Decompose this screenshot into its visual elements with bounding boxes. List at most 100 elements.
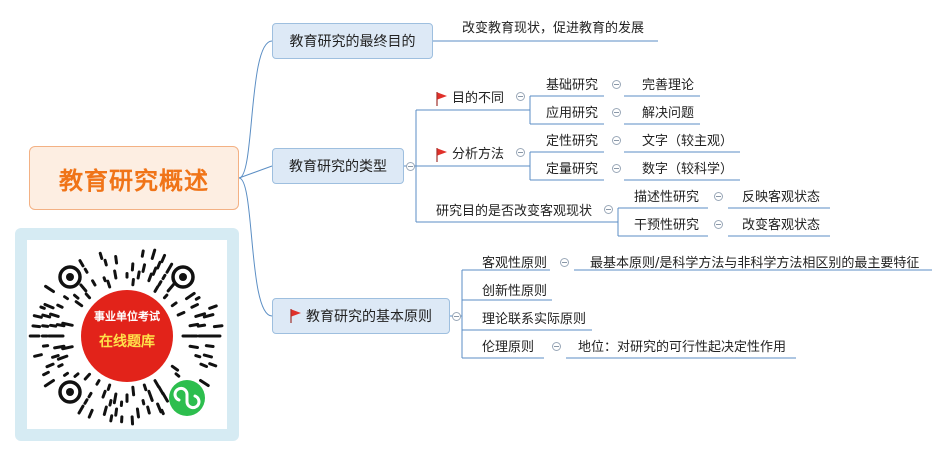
qr-dash [61,345,74,351]
qr-dash [147,272,153,283]
qr-dash [31,324,42,329]
qr-dash [41,344,50,348]
qr-dash [202,313,215,319]
qr-dash [74,300,84,308]
qr-dash [190,303,199,309]
collapse-icon[interactable] [516,92,525,101]
collapse-icon[interactable] [516,148,525,157]
collapse-icon[interactable] [560,258,569,267]
qr-dash [87,391,93,399]
qr-dash [87,408,94,419]
collapse-icon[interactable] [552,342,561,351]
qr-dash [153,379,161,389]
qr-dash [108,399,113,407]
branch-goal[interactable]: 教育研究的最终目的 [272,23,433,59]
qr-dash [83,372,92,381]
type-purpose[interactable]: 目的不同 [436,91,504,107]
branch-types-label: 教育研究的类型 [289,159,387,175]
qr-dash [194,354,202,359]
collapse-icon[interactable] [612,108,621,117]
qr-dash [212,324,224,329]
qr-dash [42,370,50,377]
qr-dash [78,259,85,268]
principle-ethics-value: 地位：对研究的可行性起决定性作用 [578,340,787,355]
collapse-icon[interactable] [612,80,621,89]
qr-dash [44,284,55,294]
qr-dash [131,277,135,287]
applied-research: 应用研究 [546,106,599,121]
qr-dash [131,385,136,397]
qr-dash [174,372,181,378]
qr-dash [170,364,180,372]
branch-goal-label: 教育研究的最终目的 [289,34,416,50]
qr-dash [146,405,151,415]
qr-code-image[interactable] [27,240,227,429]
qr-dash [204,344,215,348]
qr-dash [57,363,64,368]
qr-dash [95,379,101,386]
qr-dash [51,354,60,359]
qr-dash [136,270,141,280]
flag-icon [290,309,301,323]
qr-dash [83,267,89,274]
collapse-icon[interactable] [604,205,613,214]
qr-dash [165,262,174,274]
qr-badge-line2: 在线题库 [99,334,155,350]
qr-dash [114,407,119,417]
qr-dash [199,378,210,388]
type-method[interactable]: 分析方法 [436,147,504,163]
qr-dash [157,280,163,287]
qr-dash [77,404,85,415]
qr-dash [56,354,69,361]
qr-dash [150,248,157,260]
qr-dash [79,283,88,293]
basic-research-value: 完善理论 [642,78,695,93]
branch-types[interactable]: 教育研究的类型 [272,148,404,184]
qr-dash [199,362,209,368]
collapse-icon[interactable] [714,192,723,201]
qr-dash [170,301,178,308]
mini-program-icon [169,380,205,416]
collapse-icon[interactable] [612,164,621,173]
qr-dash [135,407,140,419]
qualitative-research: 定性研究 [546,134,599,149]
qr-badge-line1: 事业单位考试 [94,310,160,323]
principle-practice: 理论联系实际原则 [482,312,587,327]
qr-dash [156,402,163,414]
type-change: 研究目的是否改变客观现状 [436,204,593,219]
flag-icon [436,91,447,106]
collapse-icon[interactable] [452,312,461,321]
branch-principles[interactable]: 教育研究的基本原则 [272,298,450,334]
qr-dash [196,323,207,328]
qr-dash [166,282,176,293]
qr-dash [33,353,43,358]
qr-dash [73,293,80,300]
collapse-icon[interactable] [714,220,723,229]
qr-dash [142,383,148,392]
applied-research-value: 解决问题 [642,106,695,121]
root-label: 教育研究概述 [59,166,209,195]
qr-dash [208,304,218,310]
flag-icon [436,147,447,162]
collapse-icon[interactable] [612,136,621,145]
qr-dash [114,255,119,265]
qr-dash [45,362,55,369]
qr-dash [106,383,112,391]
qr-dash [184,291,196,301]
descriptive-research-value: 反映客观状态 [742,190,821,205]
qr-dash [147,389,154,402]
quantitative-research: 定量研究 [546,162,599,177]
qr-dash [113,269,118,280]
qr-dash [153,285,160,293]
qr-dash [156,260,162,270]
type-purpose-label: 目的不同 [452,91,505,106]
qr-dash [161,273,167,281]
basic-research: 基础研究 [546,78,599,93]
collapse-icon[interactable] [406,162,415,171]
qr-dash [140,249,145,258]
qr-dash [73,372,80,378]
intervention-research: 干预性研究 [634,218,700,233]
goal-answer: 改变教育现状，促进教育的发展 [462,21,645,36]
root-node[interactable]: 教育研究概述 [29,146,239,210]
